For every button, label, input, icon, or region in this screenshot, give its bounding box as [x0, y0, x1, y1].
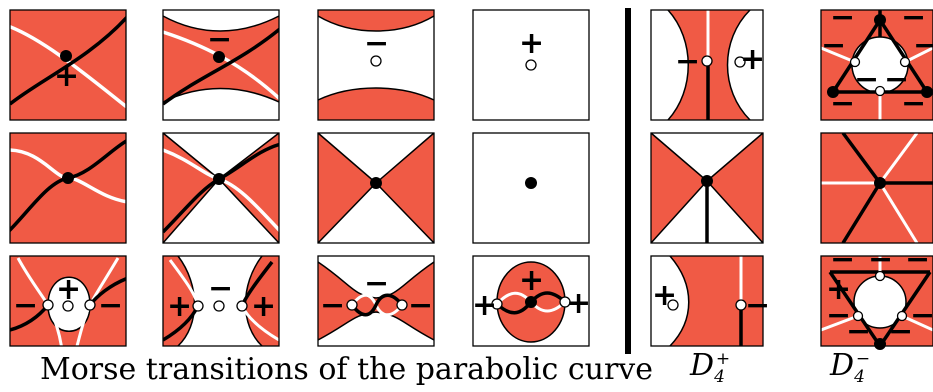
sign-plus: + [566, 286, 592, 321]
figure-caption: Morse transitions of the parabolic curve [40, 352, 654, 387]
panel-r1c4 [472, 9, 590, 121]
sign-minus: − [821, 28, 847, 63]
d4-minus-label: D4− [830, 348, 870, 387]
panel-r3c2 [162, 255, 280, 347]
sign-minus: − [207, 22, 233, 57]
black-dot [60, 50, 72, 62]
panel-r2c3 [317, 132, 435, 244]
sign-plus: + [652, 278, 678, 313]
sign-plus: + [54, 59, 80, 94]
sign-minus: − [98, 288, 124, 323]
sign-plus: + [251, 289, 277, 324]
sign-plus: + [740, 42, 766, 77]
sign-minus: − [913, 28, 933, 63]
panel-r3c5-d4plus [650, 255, 764, 347]
sign-plus: + [826, 272, 852, 307]
panel-r2c2 [162, 132, 280, 244]
sign-minus: − [901, 86, 927, 121]
sign-minus: − [830, 86, 856, 121]
d4-plus-label: D4+ [690, 348, 730, 387]
sign-minus: − [884, 62, 910, 97]
sign-minus: − [13, 288, 39, 323]
panel-r1c2 [162, 9, 280, 121]
d4-minus-sub: 4 [854, 367, 865, 387]
sign-plus: + [472, 288, 498, 323]
panel-r2c4 [472, 132, 590, 244]
sign-plus: + [167, 289, 193, 324]
sign-minus: − [830, 0, 856, 35]
sign-minus: − [888, 314, 914, 349]
panel-r1c3 [317, 9, 435, 121]
sign-minus: − [846, 314, 872, 349]
panel-r3c4 [472, 255, 590, 347]
sign-plus: + [56, 272, 82, 307]
panel-r3c3 [317, 255, 435, 347]
sign-minus: − [854, 62, 880, 97]
panel-r2c1 [9, 132, 127, 244]
panel-r2c5-d4plus [650, 132, 764, 244]
panel-r1c5-d4plus [650, 9, 764, 121]
panel-r3c1 [9, 255, 127, 347]
d4-plus-sub: 4 [714, 367, 725, 387]
panel-r3c6-d4minus [820, 255, 933, 350]
sign-minus: − [364, 266, 390, 301]
sign-minus: − [830, 242, 856, 277]
sign-minus: − [745, 288, 771, 323]
sign-minus: − [364, 26, 390, 61]
sign-minus: − [905, 242, 931, 277]
sign-minus: − [910, 298, 933, 333]
divider-bar [625, 8, 631, 354]
panel-r2c6-d4minus [820, 132, 933, 244]
d4-plus-sup: + [715, 349, 731, 369]
d4-minus-main: D [830, 348, 855, 383]
sign-minus: − [408, 288, 434, 323]
panel-r1c1 [9, 9, 127, 121]
sign-minus: − [320, 288, 346, 323]
d4-plus-main: D [690, 348, 715, 383]
d4-minus-sup: − [855, 349, 871, 369]
sign-minus: − [675, 44, 701, 79]
sign-minus: − [868, 242, 894, 277]
sign-minus: − [901, 0, 927, 35]
sign-plus: + [519, 26, 545, 61]
sign-minus: − [208, 271, 234, 306]
panel-r1c6-d4minus [820, 9, 933, 121]
sign-plus: + [519, 263, 545, 298]
sign-minus: − [826, 298, 852, 333]
